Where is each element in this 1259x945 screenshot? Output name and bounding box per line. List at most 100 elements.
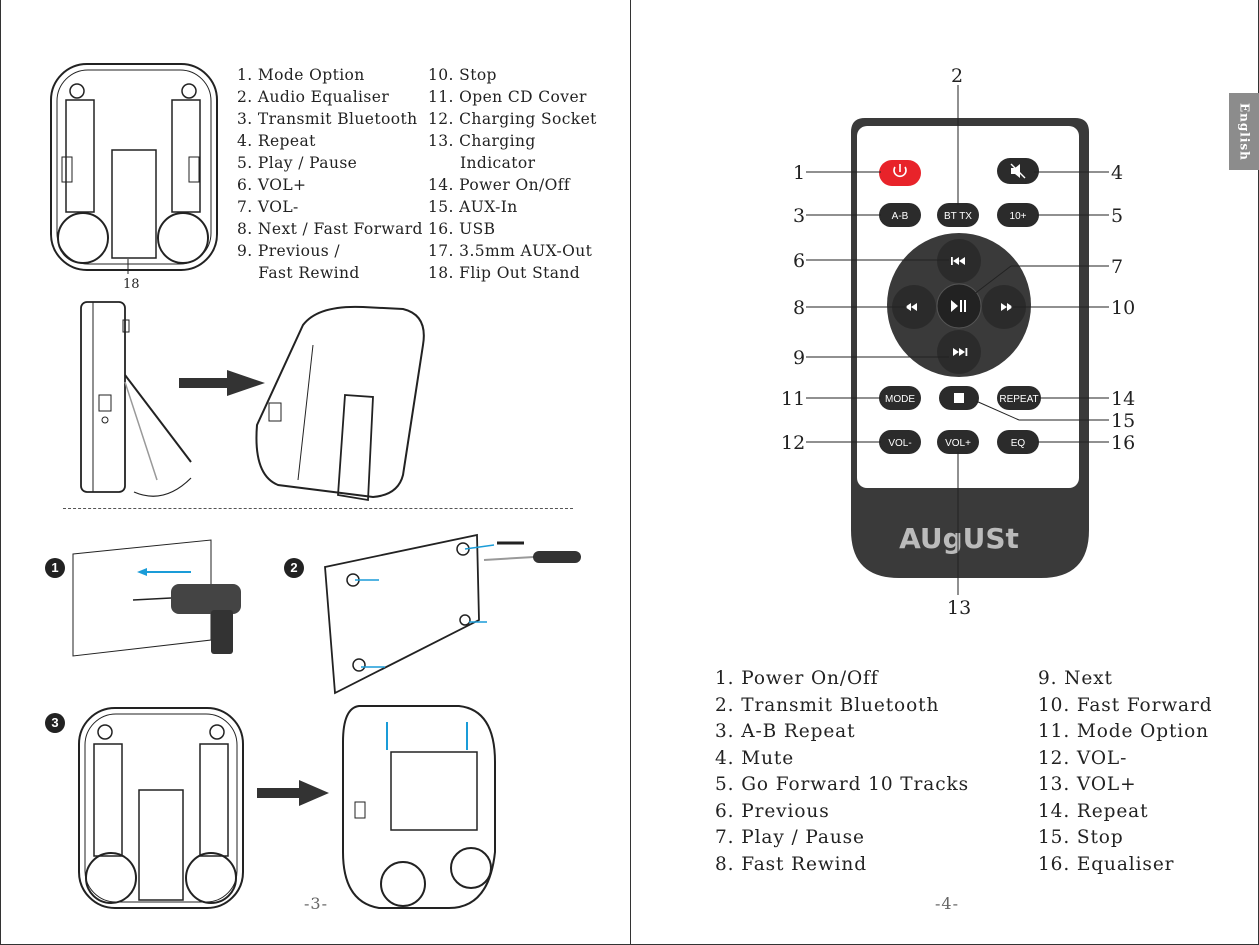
callout-11: 11 bbox=[781, 388, 805, 410]
callout-2: 2 bbox=[951, 65, 963, 87]
list-item: 2. Transmit Bluetooth bbox=[715, 694, 940, 716]
ten-plus-label: 10+ bbox=[1010, 211, 1027, 222]
ten-plus-button[interactable] bbox=[997, 203, 1039, 227]
callout-6: 6 bbox=[793, 250, 805, 272]
section-divider bbox=[63, 508, 573, 509]
mute-icon bbox=[1010, 163, 1026, 179]
list-item: 10. Stop bbox=[428, 66, 497, 84]
callout-8: 8 bbox=[793, 297, 805, 319]
list-item: 14. Repeat bbox=[1038, 800, 1149, 822]
previous-track-icon bbox=[951, 257, 965, 265]
speaker-standing-illustration bbox=[255, 305, 425, 502]
right-page: English AUgUSt A-B BT TX 10+ bbox=[630, 0, 1259, 945]
list-item: 15. AUX-In bbox=[428, 198, 518, 216]
step-number-badge: 2 bbox=[284, 558, 304, 578]
list-item: 17. 3.5mm AUX-Out bbox=[428, 242, 593, 260]
repeat-label: REPEAT bbox=[999, 394, 1038, 405]
callout-10: 10 bbox=[1111, 297, 1135, 319]
list-item: 1. Mode Option bbox=[237, 66, 365, 84]
ab-repeat-label: A-B bbox=[892, 211, 909, 222]
list-item: 1. Power On/Off bbox=[715, 668, 879, 689]
callout-16: 16 bbox=[1111, 432, 1135, 454]
remote-control-diagram: AUgUSt A-B BT TX 10+ bbox=[781, 65, 1135, 619]
list-item: 2. Audio Equaliser bbox=[237, 88, 390, 106]
mode-label: MODE bbox=[885, 394, 915, 405]
callout-3: 3 bbox=[793, 205, 805, 227]
list-item: 4. Repeat bbox=[237, 132, 316, 150]
power-button[interactable] bbox=[879, 160, 921, 186]
remote-functions-col2: 9. Next 10. Fast Forward 11. Mode Option… bbox=[1038, 666, 1212, 878]
list-item: 15. Stop bbox=[1038, 827, 1124, 848]
list-item: 5. Go Forward 10 Tracks bbox=[715, 774, 969, 795]
vol-plus-label: VOL+ bbox=[945, 438, 971, 449]
parts-list-col2: 10. Stop 11. Open CD Cover 12. Charging … bbox=[428, 64, 597, 284]
list-item: 14. Power On/Off bbox=[428, 176, 570, 194]
rewind-icon bbox=[905, 303, 917, 311]
list-item: 18. Flip Out Stand bbox=[428, 264, 581, 282]
step-number-badge: 1 bbox=[45, 558, 65, 578]
play-pause-icon bbox=[951, 300, 966, 312]
list-item: 8. Next / Fast Forward bbox=[237, 220, 423, 238]
list-item: 3. A-B Repeat bbox=[715, 721, 856, 742]
eq-label: EQ bbox=[1011, 438, 1026, 449]
list-item: 12. Charging Socket bbox=[428, 110, 597, 128]
list-item: 4. Mute bbox=[715, 747, 795, 769]
list-item: 16. USB bbox=[428, 220, 496, 238]
speaker-back-illustration bbox=[50, 63, 218, 274]
remote-functions-col1: 1. Power On/Off 2. Transmit Bluetooth 3.… bbox=[715, 666, 969, 878]
language-tab: English bbox=[1229, 93, 1259, 170]
play-pause-button[interactable] bbox=[936, 283, 982, 329]
bt-tx-button[interactable] bbox=[937, 203, 979, 227]
list-item: 9. Next bbox=[1038, 668, 1113, 689]
page-number: -3- bbox=[304, 894, 328, 913]
eq-button[interactable] bbox=[997, 430, 1039, 454]
fast-forward-icon bbox=[1001, 303, 1013, 311]
callout-12: 12 bbox=[781, 432, 805, 454]
list-item: 7. Play / Pause bbox=[715, 827, 865, 848]
mode-button[interactable] bbox=[879, 386, 921, 410]
parts-list-col1: 1. Mode Option 2. Audio Equaliser 3. Tra… bbox=[237, 64, 423, 284]
list-item: 13. VOL+ bbox=[1038, 774, 1137, 795]
stand-callout-label: 18 bbox=[123, 277, 140, 292]
list-item: Indicator bbox=[428, 154, 536, 172]
callout-7: 7 bbox=[1111, 256, 1123, 278]
bt-tx-label: BT TX bbox=[944, 211, 972, 222]
callout-15: 15 bbox=[1111, 410, 1135, 432]
list-item: 5. Play / Pause bbox=[237, 154, 358, 172]
list-item: 11. Open CD Cover bbox=[428, 88, 587, 106]
mounting-plate-illustration bbox=[324, 533, 581, 695]
brand-logo: AUgUSt bbox=[899, 522, 1019, 555]
callout-leader-lines bbox=[806, 85, 1109, 595]
list-item: 6. VOL+ bbox=[237, 176, 307, 194]
vol-plus-button[interactable] bbox=[937, 430, 979, 454]
list-item: Fast Rewind bbox=[237, 264, 360, 282]
callout-14: 14 bbox=[1111, 388, 1135, 410]
callout-5: 5 bbox=[1111, 205, 1123, 227]
callout-1: 1 bbox=[793, 162, 805, 184]
list-item: 8. Fast Rewind bbox=[715, 853, 867, 875]
list-item: 11. Mode Option bbox=[1038, 721, 1209, 742]
list-item: 12. VOL- bbox=[1038, 747, 1128, 769]
ab-repeat-button[interactable] bbox=[879, 203, 921, 227]
arrow-right-icon bbox=[179, 370, 265, 396]
stop-icon bbox=[954, 393, 964, 403]
list-item: 7. VOL- bbox=[237, 198, 299, 216]
callout-13: 13 bbox=[947, 597, 971, 619]
list-item: 3. Transmit Bluetooth bbox=[237, 110, 418, 128]
speaker-back-step3-illustration bbox=[78, 707, 244, 909]
next-track-icon bbox=[953, 348, 968, 356]
repeat-button[interactable] bbox=[997, 386, 1041, 410]
page-number: -4- bbox=[935, 894, 959, 913]
vol-minus-label: VOL- bbox=[888, 438, 911, 449]
speaker-with-plate-illustration bbox=[342, 705, 496, 909]
left-page: 18 1. Mode Option 2. Audio Equaliser 3. … bbox=[0, 0, 630, 945]
power-icon bbox=[893, 164, 907, 178]
callout-4: 4 bbox=[1111, 162, 1123, 184]
step-number-badge: 3 bbox=[45, 713, 65, 733]
list-item: 9. Previous / bbox=[237, 242, 341, 260]
list-item: 10. Fast Forward bbox=[1038, 694, 1213, 716]
arrow-right-icon bbox=[257, 780, 329, 806]
callout-9: 9 bbox=[793, 347, 805, 369]
vol-minus-button[interactable] bbox=[879, 430, 921, 454]
list-item: 16. Equaliser bbox=[1038, 853, 1175, 875]
